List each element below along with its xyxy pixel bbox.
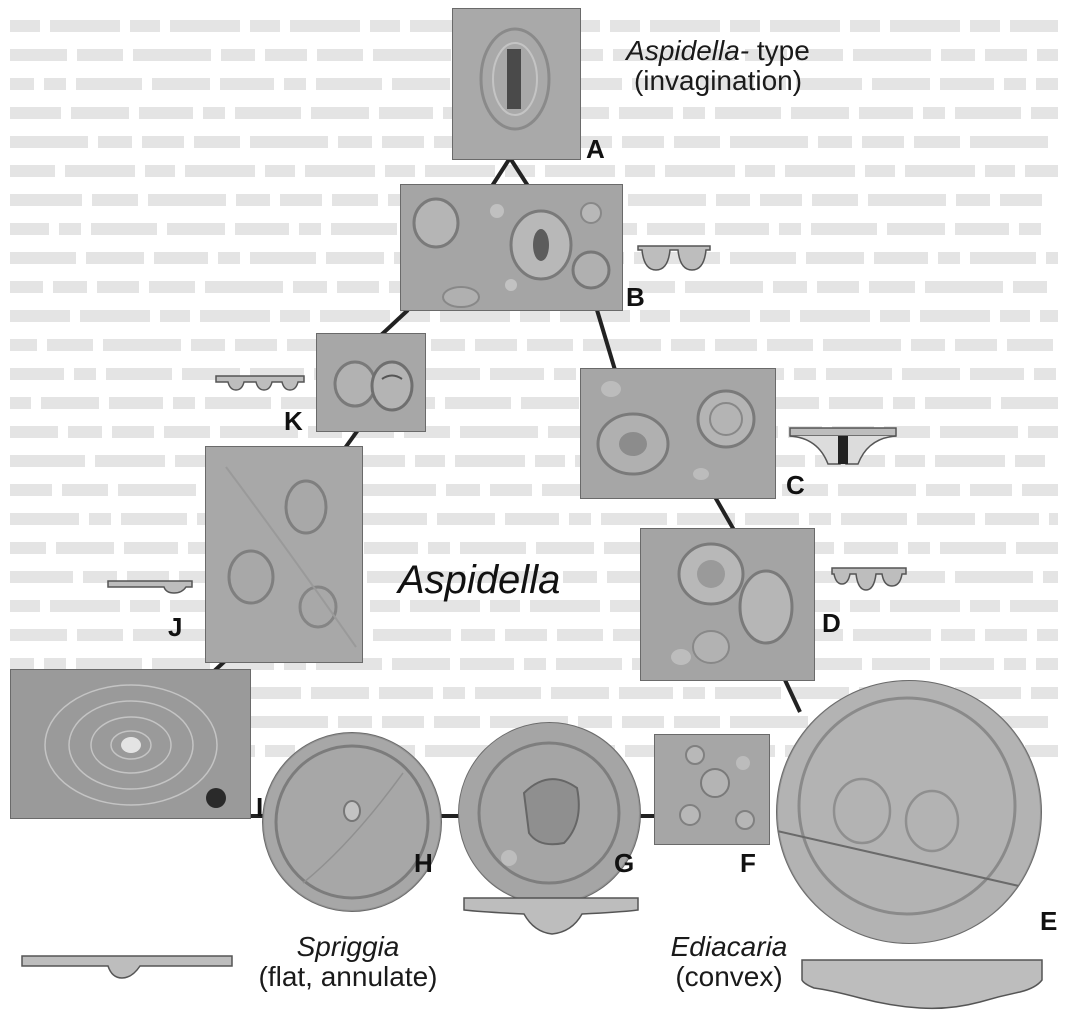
- photo-panel-d: [640, 528, 815, 681]
- connector-c-d: [715, 497, 734, 530]
- profile-d: [830, 566, 908, 594]
- photo-panel-c: [580, 368, 776, 499]
- label-c: C: [786, 472, 805, 498]
- label-j: J: [168, 614, 182, 640]
- label-b: B: [626, 284, 645, 310]
- profile-k: [214, 374, 306, 394]
- connector-a-b-right: [510, 158, 528, 186]
- caption-spriggia-sub: (flat, annulate): [259, 961, 438, 992]
- connector-a-b-left: [492, 158, 510, 186]
- connector-d-e: [785, 680, 800, 712]
- caption-aspidella-type-sub: (invagination): [634, 65, 802, 96]
- caption-spriggia-title: Spriggia: [297, 931, 400, 962]
- connector-b-c: [597, 310, 615, 370]
- profile-c: [788, 426, 898, 466]
- label-f: F: [740, 850, 756, 876]
- profile-e: [800, 958, 1044, 1012]
- photo-panel-b: [400, 184, 623, 311]
- label-e: E: [1040, 908, 1057, 934]
- profile-j: [106, 577, 194, 597]
- photo-panel-f: [654, 734, 770, 845]
- photo-panel-h: [262, 732, 442, 912]
- profile-i: [20, 954, 234, 986]
- label-g: G: [614, 850, 634, 876]
- label-a: A: [586, 136, 605, 162]
- photo-panel-a: [452, 8, 581, 160]
- profile-b: [636, 244, 712, 274]
- profile-g: [462, 896, 640, 938]
- caption-aspidella-type: Aspidella- type (invagination): [608, 36, 828, 96]
- photo-panel-e: [776, 680, 1042, 944]
- caption-aspidella-type-rest: type: [749, 35, 810, 66]
- photo-panel-k: [316, 333, 426, 432]
- caption-ediacaria-title: Ediacaria: [671, 931, 788, 962]
- caption-aspidella-type-title: Aspidella-: [626, 35, 749, 66]
- center-title: Aspidella: [398, 558, 560, 603]
- caption-ediacaria-sub: (convex): [675, 961, 782, 992]
- caption-spriggia: Spriggia (flat, annulate): [238, 932, 458, 992]
- photo-panel-i: [10, 669, 251, 819]
- label-d: D: [822, 610, 841, 636]
- caption-ediacaria: Ediacaria (convex): [664, 932, 794, 992]
- label-h: H: [414, 850, 433, 876]
- label-k: K: [284, 408, 303, 434]
- photo-panel-j: [205, 446, 363, 663]
